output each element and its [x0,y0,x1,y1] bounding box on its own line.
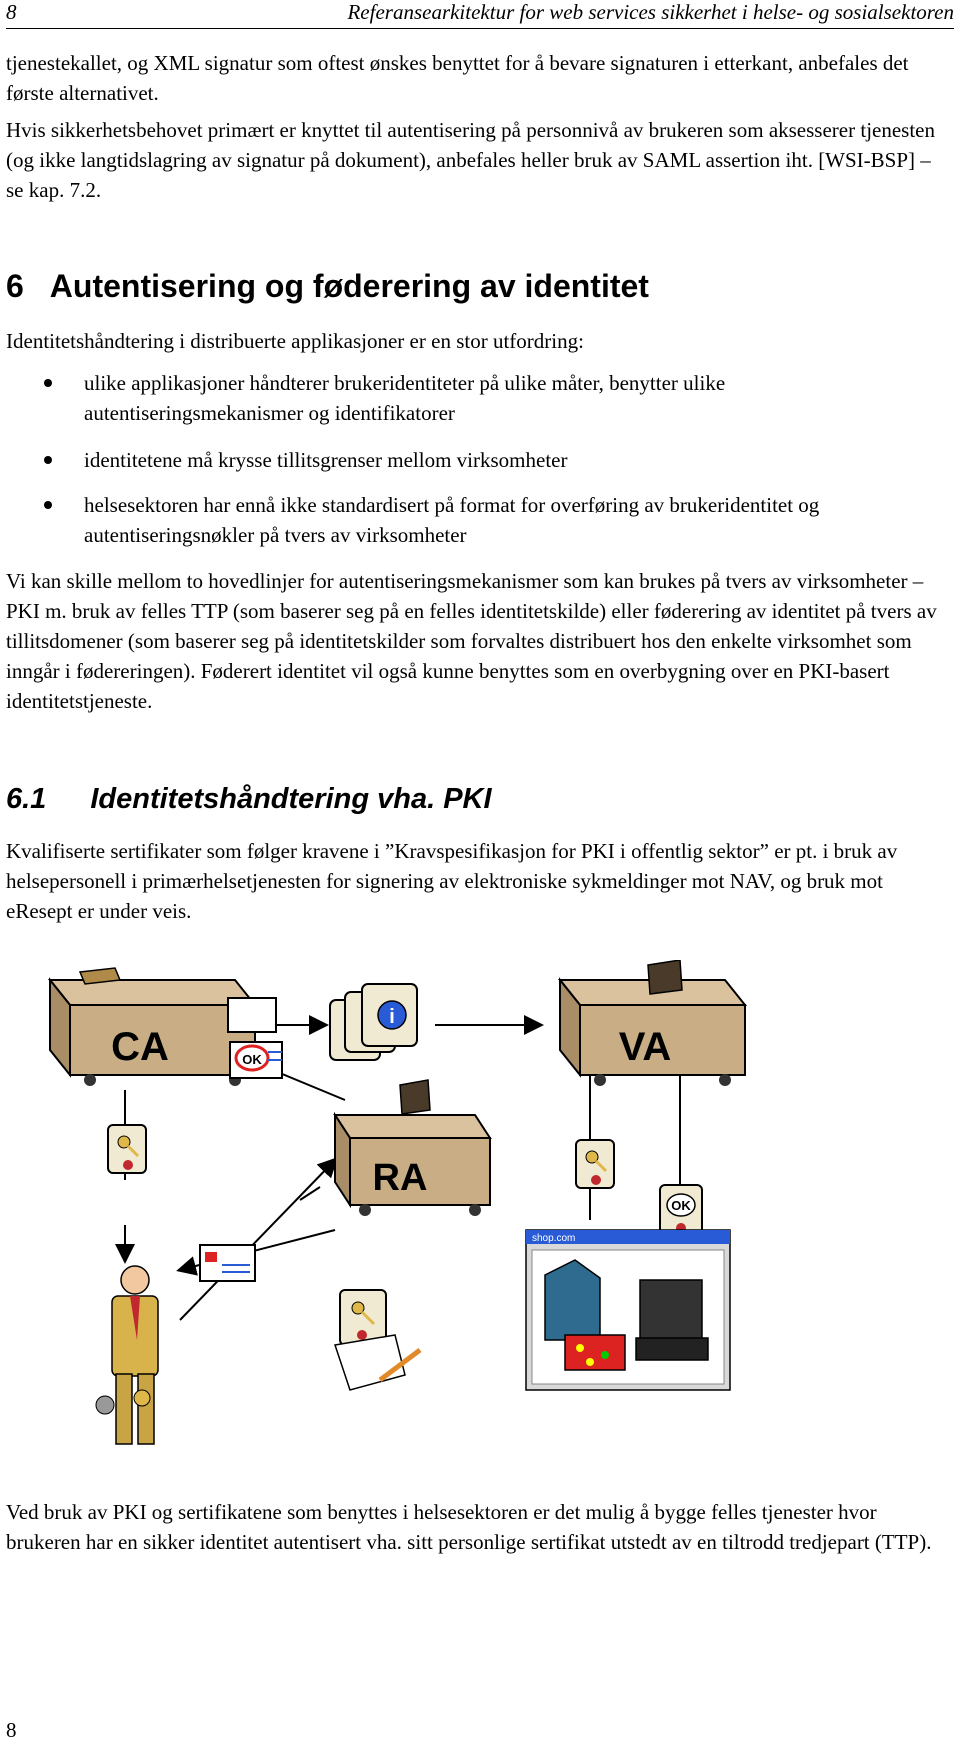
certificate-stack: i [329,983,418,1061]
paragraph-saml: Hvis sikkerhetsbehovet primært er knytte… [6,118,935,202]
ca-label: CA [111,1025,169,1069]
section-6-1-heading: 6.1 Identitetshåndtering vha. PKI [6,783,492,816]
section-6-1-title: Identitetshåndtering vha. PKI [90,783,492,815]
ok-envelope-icon: OK [227,997,283,1079]
va-label: VA [619,1025,672,1069]
header-running-title: Referansearkitektur for web services sik… [347,0,954,24]
shop-url-label: shop.com [532,1233,575,1244]
ra-label: RA [373,1157,428,1199]
gift-box-icon [564,1334,626,1371]
envelope-icon [199,1244,256,1282]
jacket-icon [544,1259,601,1341]
info-label: i [389,1006,395,1028]
shop-window: shop.com [525,1229,731,1391]
arrow-ra-user-detail [299,1186,321,1201]
section-6-title: Autentisering og føderering av identitet [49,268,649,304]
section-6-number: 6 [6,268,24,304]
section-6-1-number: 6.1 [6,783,47,815]
va-desk: VA [557,960,748,1086]
bullet-icon [44,501,52,509]
bullet-icon [44,456,52,464]
paragraph-qualified-certificates: Kvalifiserte sertifikater som følger kra… [6,839,898,923]
cash-register-icon [639,1279,703,1341]
ok-certificate-icon: OK [659,1184,703,1238]
bullet-icon [44,379,52,387]
page-header: 8 Referansearkitektur for web services s… [6,0,954,29]
signing-certificate-icon [334,1289,422,1391]
paragraph-xml-signature: tjenestekallet, og XML signatur som ofte… [6,51,909,105]
ra-desk: RA [333,1079,492,1216]
ok-label-certificate: OK [671,1198,691,1213]
ca-desk: CA [47,967,258,1086]
paragraph-identity-intro: Identitetshåndtering i distribuerte appl… [6,329,584,353]
va-key-certificate-icon [575,1139,615,1189]
user-person-icon [95,1265,159,1445]
section-6-heading: 6 Autentisering og føderering av identite… [6,268,649,305]
ok-label-envelope: OK [242,1052,262,1067]
page-footer-number: 8 [6,1718,17,1742]
arrow-user-to-ra [179,1157,338,1321]
paragraph-two-approaches: Vi kan skille mellom to hovedlinjer for … [6,569,937,713]
key-certificate-icon [107,1124,147,1174]
list-item-text: ulike applikasjoner håndterer brukeriden… [84,371,726,425]
list-item-text: helsesektoren har ennå ikke standardiser… [84,493,820,547]
paragraph-pki-conclusion: Ved bruk av PKI og sertifikatene som ben… [6,1500,932,1554]
pki-diagram: CA VA RA i [47,960,748,1445]
list-item-text: identitetene må krysse tillitsgrenser me… [84,448,568,472]
header-page-number: 8 [6,0,17,24]
info-icon [377,1000,407,1030]
